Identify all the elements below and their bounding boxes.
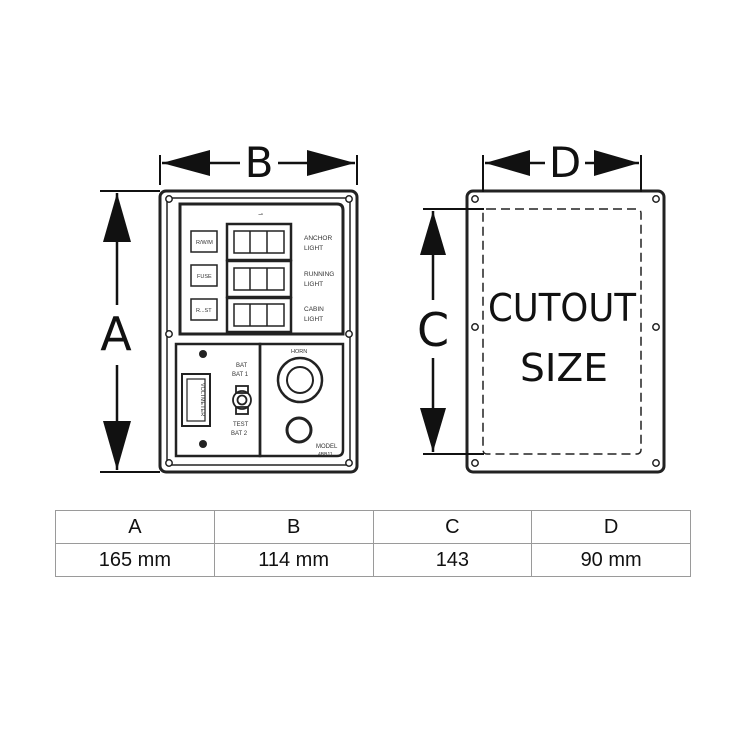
cutout-label-line1: CUTOUT xyxy=(488,286,637,330)
breaker-label-1: R/W/M xyxy=(196,240,213,246)
cutout-dashed-outline xyxy=(482,208,642,455)
power-socket xyxy=(285,416,313,444)
mounting-screws xyxy=(165,195,353,467)
value-cell-b: 114 mm xyxy=(213,543,374,577)
switch-section-frame xyxy=(178,202,345,336)
selector-label-4: BAT 2 xyxy=(231,431,248,437)
header-cell-a: A xyxy=(55,510,215,544)
switch-label-3-line1: CABIN xyxy=(304,306,324,313)
model-label-1: MODEL xyxy=(316,444,338,450)
value-cell-c: 143 xyxy=(372,543,533,577)
breaker-label-2: FUSE xyxy=(197,274,212,280)
header-cell-d: D xyxy=(531,510,691,544)
cutout-label-line2: SIZE xyxy=(520,346,608,390)
table-header-row: A B C D xyxy=(55,510,691,544)
switch-label-1-line2: LIGHT xyxy=(304,245,323,252)
battery-selector xyxy=(232,385,252,415)
voltmeter xyxy=(181,373,211,427)
dimension-letter-d: D xyxy=(549,138,581,187)
table-value-row: 165 mm 114 mm 143 90 mm xyxy=(55,543,691,577)
model-label-2: 4BB11 xyxy=(318,452,333,458)
dimension-c xyxy=(420,208,484,455)
cutout-outer-plate xyxy=(465,189,666,474)
cutout-plate xyxy=(465,189,666,474)
dimension-d xyxy=(482,150,642,192)
panel-outer-plate xyxy=(158,189,359,474)
value-cell-a: 165 mm xyxy=(55,543,215,577)
switch-label-3-line2: LIGHT xyxy=(304,316,323,323)
dimension-table: A B C D 165 mm 114 mm 143 90 mm xyxy=(55,510,691,577)
horn-button-inner xyxy=(286,366,314,394)
rocker-switch-1 xyxy=(225,222,293,262)
breaker-1 xyxy=(190,230,218,253)
voltmeter-label: VOLTMETER xyxy=(199,383,205,416)
cutout-screws xyxy=(471,195,660,467)
value-cell-d: 90 mm xyxy=(531,543,691,577)
meter-screw-top xyxy=(199,350,207,358)
rocker-switch-2 xyxy=(225,259,293,299)
rocker-switch-group xyxy=(225,222,293,334)
selector-label-2: BAT 1 xyxy=(232,372,249,378)
switch-label-2-line2: LIGHT xyxy=(304,281,323,288)
meter-screw-bottom xyxy=(199,440,207,448)
horn-section-frame xyxy=(258,342,345,458)
breaker-group xyxy=(190,230,218,321)
dimension-letter-b: B xyxy=(245,138,274,187)
rocker-switch-3 xyxy=(225,296,293,334)
selector-label-3: TEST xyxy=(233,422,249,428)
dimension-b xyxy=(159,150,358,185)
switch-label-2-line1: RUNNING xyxy=(304,271,334,278)
horn-button-outer xyxy=(276,356,324,404)
switch-label-1-line1: ANCHOR xyxy=(304,235,332,242)
switch-panel: ⇀ R/W/M FUSE R...ST ANCHOR LIGHT R xyxy=(158,189,359,474)
header-cell-b: B xyxy=(213,510,374,544)
header-cell-c: C xyxy=(372,510,533,544)
horn-label: HORN xyxy=(291,349,307,355)
dimension-letter-a: A xyxy=(100,307,132,361)
breaker-2 xyxy=(190,264,218,287)
dimension-a xyxy=(100,190,160,473)
dimension-letter-c: C xyxy=(417,303,449,357)
top-mark-label: ⇀ xyxy=(258,212,263,218)
breaker-label-3: R...ST xyxy=(196,308,212,314)
dimension-diagram: ⇀ R/W/M FUSE R...ST ANCHOR LIGHT R xyxy=(100,138,666,474)
breaker-3 xyxy=(190,298,218,321)
selector-label-1: BAT xyxy=(236,363,248,369)
